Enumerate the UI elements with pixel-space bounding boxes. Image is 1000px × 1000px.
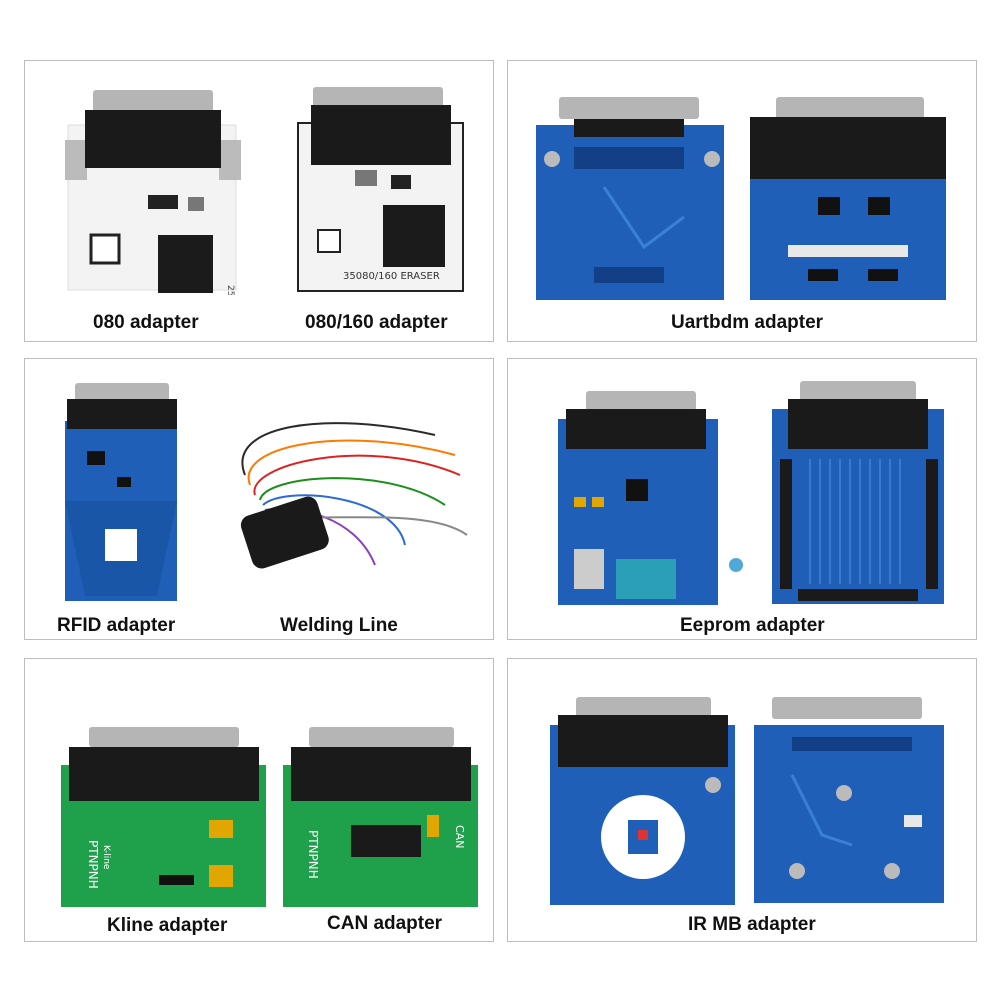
caption-can-adapter: CAN adapter (327, 913, 443, 934)
uartbdm-front-image (748, 97, 948, 302)
panel-kline-can: PTNPNH K-line PTNPNH CAN Kline adapter C… (24, 658, 494, 942)
panel-eeprom-adapter: Eeprom adapter (507, 358, 977, 640)
eeprom-adapter-image (556, 389, 746, 607)
eeprom-board-back-image (770, 379, 946, 607)
can-brand-text: PTNPNH (306, 830, 320, 879)
panel-080-adapters: 25-16 35080/160 ERASER 080 adapter 080/1… (24, 60, 494, 342)
eraser-board-text: 35080/160 ERASER (343, 271, 440, 282)
kline-label-text: K-line (101, 845, 111, 870)
svg-text:25-16: 25-16 (225, 285, 235, 295)
panel-uartbdm-adapter: Uartbdm adapter (507, 60, 977, 342)
adapter-080-image: 25-16 (63, 85, 243, 295)
rfid-adapter-image (57, 381, 187, 603)
ir-mb-front-image (548, 695, 738, 907)
caption-kline-adapter: Kline adapter (107, 915, 228, 936)
caption-080-160-adapter: 080/160 adapter (305, 312, 448, 333)
caption-080-adapter: 080 adapter (93, 312, 199, 333)
uartbdm-back-image (534, 97, 726, 302)
caption-eeprom-adapter: Eeprom adapter (680, 615, 825, 636)
welding-line-image (205, 405, 475, 575)
panel-ir-mb-adapter: IR MB adapter (507, 658, 977, 942)
kline-brand-text: PTNPNH (86, 840, 100, 889)
caption-welding-line: Welding Line (280, 615, 398, 636)
caption-ir-mb-adapter: IR MB adapter (688, 914, 816, 935)
caption-uartbdm-adapter: Uartbdm adapter (671, 312, 824, 333)
panel-rfid-welding: RFID adapter Welding Line (24, 358, 494, 640)
can-label-text: CAN (453, 825, 466, 848)
can-adapter-image: PTNPNH CAN (281, 725, 481, 909)
ir-mb-back-image (752, 695, 948, 907)
adapter-080-160-image: 35080/160 ERASER (293, 85, 468, 295)
kline-adapter-image: PTNPNH K-line (59, 725, 269, 909)
caption-rfid-adapter: RFID adapter (57, 615, 176, 636)
